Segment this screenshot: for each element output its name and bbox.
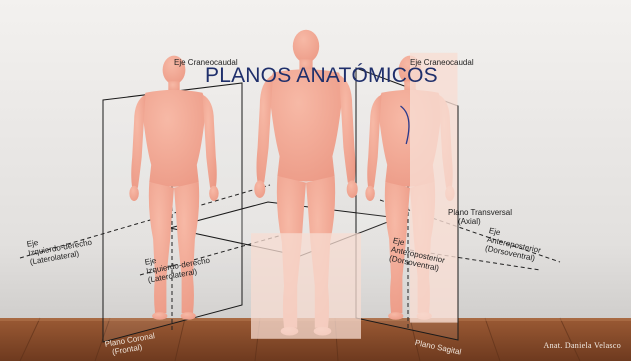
- label-craneocaudal-right: Eje Craneocaudal: [410, 58, 474, 67]
- label-craneocaudal-left: Eje Craneocaudal: [174, 58, 238, 67]
- slide-title: PLANOS ANATÓMICOS: [205, 64, 438, 88]
- label-line: (Axial): [448, 217, 512, 226]
- label-line: Plano Transversal: [448, 208, 512, 217]
- label-transversal: Plano Transversal (Axial): [448, 208, 512, 226]
- author-credit: Anat. Daniela Velasco: [544, 341, 621, 350]
